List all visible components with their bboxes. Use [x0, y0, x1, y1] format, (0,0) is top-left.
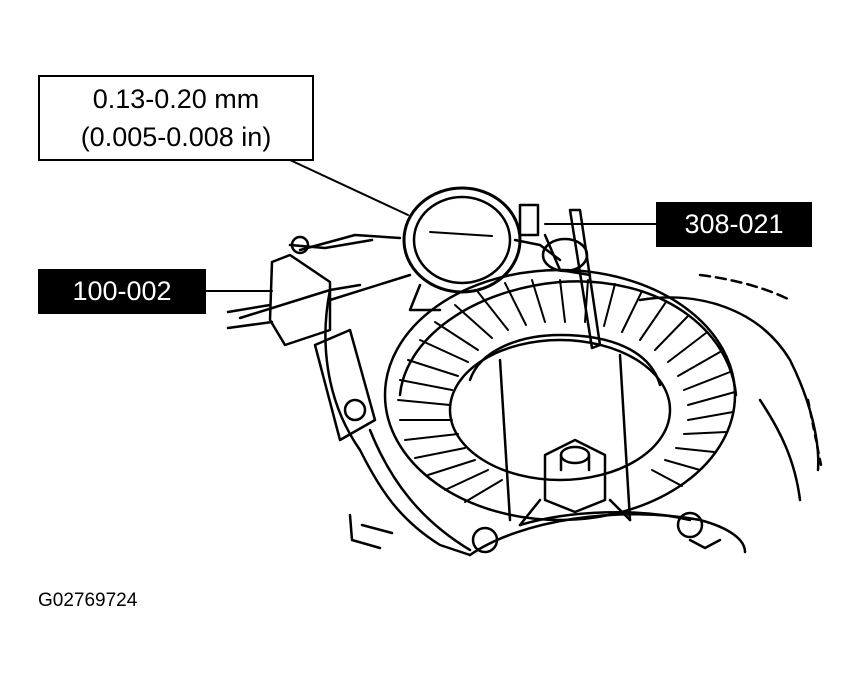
tool-label-left: 100-002 — [38, 269, 206, 314]
indicator-stem — [518, 203, 602, 350]
ring-gear — [383, 268, 738, 522]
magnetic-base-fixture — [226, 235, 412, 442]
tool-label-right: 308-021 — [656, 202, 812, 247]
hex-nut — [518, 438, 632, 527]
leader-lines — [205, 159, 657, 292]
figure-code: G02769724 — [38, 590, 138, 611]
bearing-cap-bolts — [471, 511, 704, 554]
backlash-spec-callout: 0.13-0.20 mm (0.005-0.008 in) — [38, 75, 314, 161]
spec-imperial: (0.005-0.008 in) — [80, 122, 272, 152]
spec-metric: 0.13-0.20 mm — [92, 84, 260, 114]
